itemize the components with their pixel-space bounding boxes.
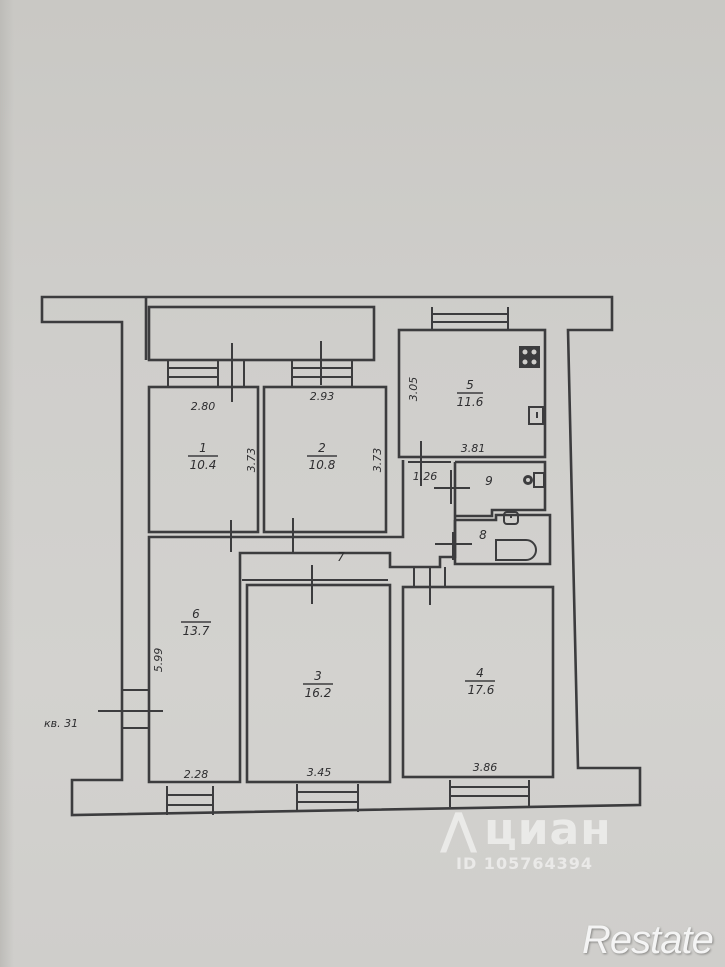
window-room-6 [98,689,163,729]
label-room-4: 4 17.6 3.86 [465,666,497,774]
toilet-icon [523,472,545,488]
label-room-8: 8 [479,528,487,542]
svg-text:3.73: 3.73 [245,448,258,473]
window-room-5 [431,307,509,330]
window-room-1 [167,360,245,386]
stove-icon [519,346,540,368]
svg-text:1: 1 [199,441,207,455]
svg-text:17.6: 17.6 [468,683,495,697]
svg-text:3.45: 3.45 [307,766,332,779]
room-8 [453,513,552,566]
svg-text:4: 4 [476,666,484,680]
label-room-5: 5 11.6 3.81 3.05 [407,377,485,455]
apartment-label: кв. 31 [44,717,78,730]
label-room-6: 6 13.7 2.28 5.99 [152,607,211,781]
outer-wall-top-left [40,295,146,347]
svg-text:2.80: 2.80 [191,400,216,413]
svg-text:10.8: 10.8 [309,458,336,472]
svg-text:16.2: 16.2 [305,686,332,700]
corridor [147,460,457,784]
bathtub-icon [495,539,537,561]
svg-text:10.4: 10.4 [190,458,217,472]
svg-text:2.93: 2.93 [310,390,335,403]
svg-text:6: 6 [192,607,200,621]
svg-text:3.05: 3.05 [407,377,420,402]
room-3 [245,583,392,784]
corridor-label: 7 [337,550,345,564]
cian-watermark: ⋀ циан ID 105764394 [440,804,612,874]
room-4 [401,585,555,779]
sink-icon [528,406,544,425]
svg-text:3.73: 3.73 [371,448,384,473]
window-bottom-room-3 [296,784,359,812]
photo-edge-shadow [0,0,14,967]
svg-text:3: 3 [314,669,322,683]
window-bottom-room-4 [449,780,530,807]
svg-text:5: 5 [466,378,474,392]
svg-text:2: 2 [318,441,326,455]
svg-text:5.99: 5.99 [152,648,165,673]
window-bottom-room-6 [166,786,214,815]
cian-brand-text: циан [484,804,612,855]
listing-id: ID 105764394 [456,854,593,873]
label-room-1: 1 10.4 2.80 3.73 [188,400,258,472]
svg-text:13.7: 13.7 [183,624,210,638]
svg-text:11.6: 11.6 [457,395,484,409]
room-1 [147,385,260,534]
room-2 [262,385,388,534]
restate-logo: Restate [582,918,714,962]
label-room-3: 3 16.2 3.45 [303,669,333,779]
outer-wall [70,295,642,817]
svg-text:3.81: 3.81 [461,442,486,455]
label-room-2: 2 10.8 2.93 3.73 [307,390,384,472]
cian-logo-icon: ⋀ [440,804,479,855]
svg-text:2.28: 2.28 [184,768,209,781]
room-5 [397,328,547,459]
svg-text:3.86: 3.86 [473,761,498,774]
corridor-width-label: 1.26 [413,470,438,483]
loggia [147,305,376,362]
room-9 [455,460,547,518]
label-room-9: 9 [485,474,493,488]
